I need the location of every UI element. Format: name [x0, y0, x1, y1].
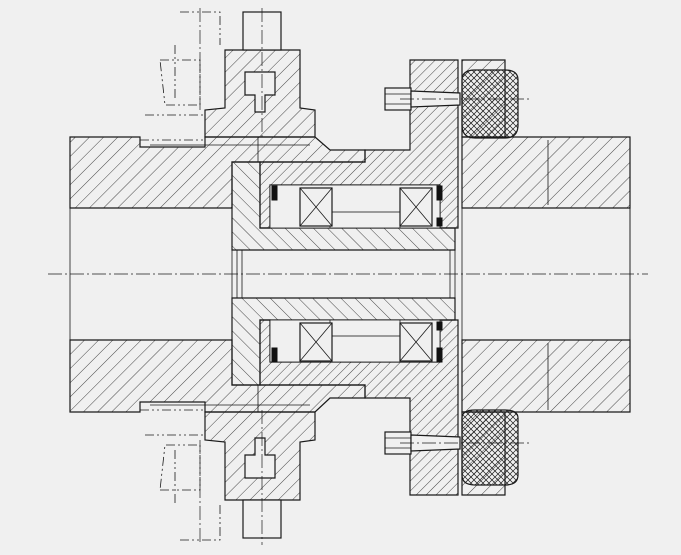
oil-seal-upper-left — [271, 185, 278, 201]
oil-seal-lower-right — [436, 347, 443, 363]
oil-seal-lower-left — [271, 347, 278, 363]
flange-bolt-upper — [384, 87, 461, 111]
oil-seal-upper-right — [436, 185, 443, 201]
elastic-ring-upper — [461, 69, 519, 139]
right-hub-lower — [461, 339, 631, 413]
right-hub-upper — [461, 136, 631, 209]
elastic-ring-lower — [461, 409, 519, 486]
